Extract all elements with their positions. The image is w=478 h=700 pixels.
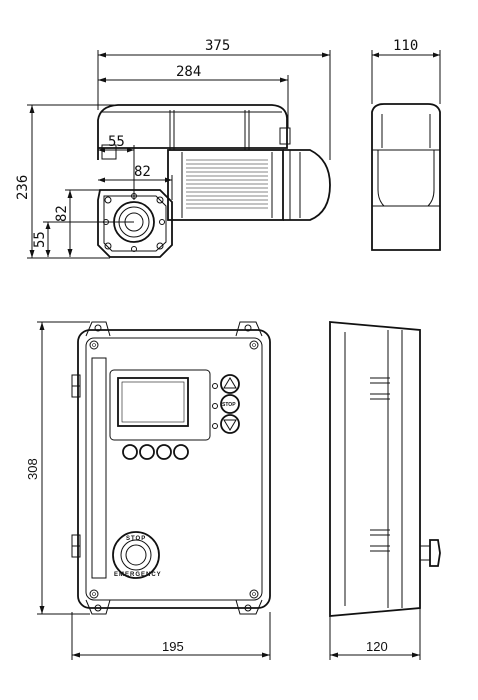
dim-flange-height: 82 bbox=[54, 205, 70, 222]
control-box-front: STOP STOP EMERGENCY 308 195 bbox=[25, 321, 271, 660]
dim-motor-overall-length: 375 bbox=[205, 38, 230, 54]
stop-button-label: STOP bbox=[222, 402, 236, 408]
indicator-led-icon bbox=[212, 423, 218, 429]
up-arrow-icon bbox=[223, 377, 237, 389]
motor-front-view: 375 284 55 82 236 82 55 bbox=[15, 38, 331, 259]
dim-flange-offset: 55 bbox=[108, 134, 125, 150]
motor-fins bbox=[181, 152, 273, 218]
dim-motor-height: 236 bbox=[15, 175, 31, 200]
emergency-bottom-label: EMERGENCY bbox=[114, 572, 162, 578]
stop-button[interactable] bbox=[220, 394, 240, 414]
motor-side-view: 110 bbox=[371, 38, 441, 251]
key-button-2[interactable] bbox=[139, 444, 155, 460]
emergency-stop-button[interactable]: STOP EMERGENCY bbox=[112, 531, 162, 579]
down-button[interactable] bbox=[220, 414, 240, 434]
dim-motor-side-width: 110 bbox=[393, 38, 418, 54]
dim-box-depth: 120 bbox=[366, 639, 388, 654]
lcd-display bbox=[117, 377, 189, 427]
dim-flange-width: 82 bbox=[134, 164, 151, 180]
dim-box-height: 308 bbox=[25, 458, 40, 480]
control-box-side: 120 bbox=[329, 321, 441, 660]
gearbox-flange bbox=[97, 189, 173, 258]
key-button-1[interactable] bbox=[122, 444, 138, 460]
dim-shaft-height: 55 bbox=[32, 231, 48, 248]
indicator-led-icon bbox=[212, 383, 218, 389]
dim-motor-body-length: 284 bbox=[176, 64, 201, 80]
key-button-3[interactable] bbox=[156, 444, 172, 460]
up-button[interactable] bbox=[220, 374, 240, 394]
key-button-4[interactable] bbox=[173, 444, 189, 460]
indicator-led-icon bbox=[212, 403, 218, 409]
dim-box-width: 195 bbox=[162, 639, 184, 654]
emergency-top-label: STOP bbox=[126, 536, 146, 542]
down-arrow-icon bbox=[223, 419, 237, 431]
